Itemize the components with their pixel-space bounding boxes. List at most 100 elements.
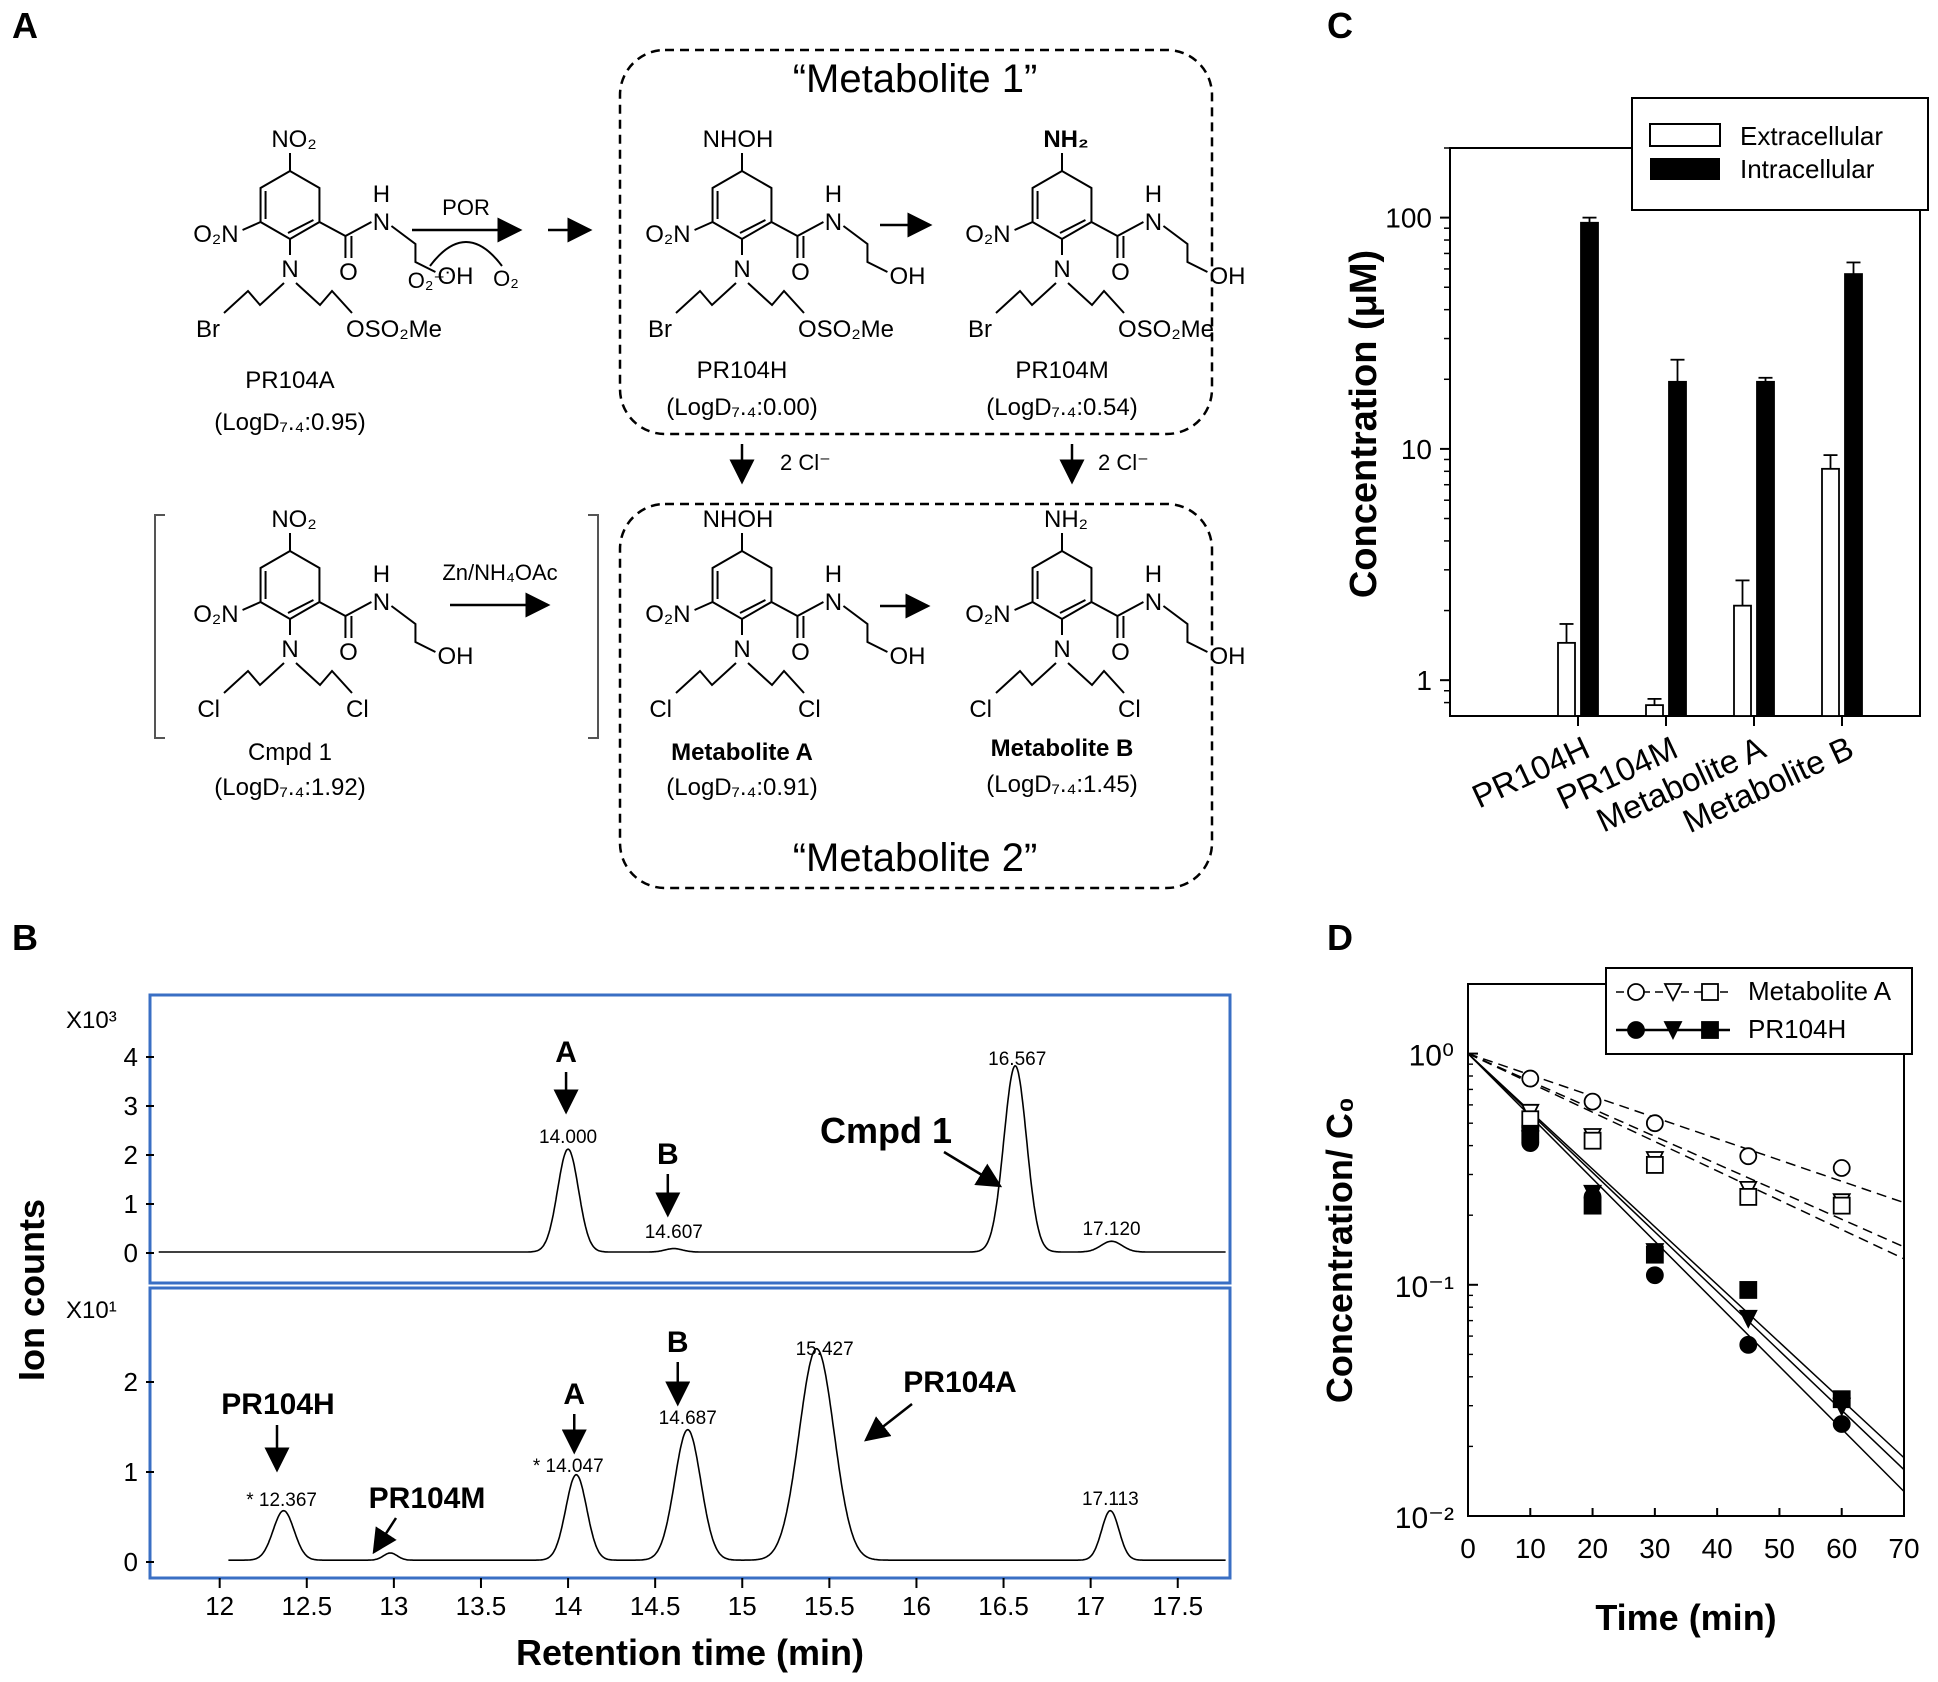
compound-logd: (LogD₇.₄:0.95) xyxy=(214,409,365,436)
data-point-triangle-filled xyxy=(1738,1309,1758,1329)
amide-hydrogen: H xyxy=(825,181,842,208)
amide-hydrogen: H xyxy=(373,181,390,208)
mustard-arm xyxy=(675,282,737,314)
d-x-tick-label: 0 xyxy=(1460,1533,1476,1564)
carbonyl-oxygen: O xyxy=(791,639,810,666)
bottom-chromatogram-trace xyxy=(228,1347,1226,1561)
b-x-tick-label: 14 xyxy=(554,1591,583,1621)
b-x-axis-label: Retention time (min) xyxy=(516,1632,864,1673)
amide-hydrogen: H xyxy=(1145,181,1162,208)
amide-hydrogen: H xyxy=(373,561,390,588)
peak-arrow xyxy=(864,1403,913,1442)
nitro-group: O₂N xyxy=(645,601,690,628)
legend-label-extracellular: Extracellular xyxy=(1740,121,1883,151)
data-point-square-filled xyxy=(1645,1245,1664,1264)
d-x-tick-label: 60 xyxy=(1826,1533,1857,1564)
mustard-arm xyxy=(995,282,1057,314)
b-x-tick-label: 12.5 xyxy=(281,1591,332,1621)
d-x-axis-label: Time (min) xyxy=(1595,1597,1776,1638)
peak-arrow xyxy=(372,1517,398,1555)
fit-line-square-filled xyxy=(1467,1053,1905,1459)
panel-letter-a: A xyxy=(12,5,38,46)
peak-rt-label: 15.427 xyxy=(796,1339,854,1360)
data-point-circle-open xyxy=(1583,1092,1602,1111)
reaction-scheme: “Metabolite 1” “Metabolite 2” POR O₂⁻˙ O… xyxy=(154,48,1245,890)
peak-rt-label: 17.120 xyxy=(1082,1219,1140,1240)
compound-logd: (LogD₇.₄:1.45) xyxy=(986,771,1137,798)
top-substituent: NO₂ xyxy=(271,506,316,533)
bond xyxy=(770,601,798,617)
data-point-square-open xyxy=(1832,1196,1851,1215)
fit-line-triangle-filled xyxy=(1467,1053,1905,1471)
hydroxyl-group: OH xyxy=(437,263,473,290)
ring-double-bond xyxy=(1059,219,1086,234)
bond xyxy=(318,221,346,237)
legend-marker-triangle-open xyxy=(1663,983,1683,1003)
bond xyxy=(796,601,824,617)
top-substituent: NHOH xyxy=(703,506,774,533)
chromatogram-traces xyxy=(158,1065,1226,1561)
b-y-axis-label: Ion counts xyxy=(11,1199,52,1381)
chain-end-a: Cl xyxy=(197,696,220,723)
legend-marker-circle-filled xyxy=(1627,1021,1645,1039)
mustard-arm xyxy=(747,282,805,314)
d-legend: Metabolite A PR104H xyxy=(1605,967,1913,1055)
compound-name: PR104M xyxy=(1015,357,1108,384)
d-x-tick-label: 20 xyxy=(1577,1533,1608,1564)
amide-nitrogen: N xyxy=(825,589,842,616)
compound-logd: (LogD₇.₄:0.00) xyxy=(666,394,817,421)
panel-letter-c: C xyxy=(1327,5,1353,46)
compound-name: Metabolite A xyxy=(671,739,813,766)
label-o2-radical: O₂⁻˙ xyxy=(408,268,453,293)
top-substituent: NO₂ xyxy=(271,126,316,153)
data-point-triangle-filled xyxy=(1583,1184,1603,1204)
compound-name: PR104H xyxy=(697,357,788,384)
bond xyxy=(1116,601,1144,617)
ring-double-bond xyxy=(739,599,766,614)
c-y-tick-label: 1 xyxy=(1416,665,1432,696)
hydroxyethyl-chain xyxy=(390,605,436,653)
b-top-y-tick-label: 1 xyxy=(124,1189,138,1219)
d-x-tick-label: 40 xyxy=(1702,1533,1733,1564)
benzene-ring xyxy=(711,169,773,241)
legend-label-metabolite-a: Metabolite A xyxy=(1748,976,1892,1006)
top-substituent: NH₂ xyxy=(1044,506,1088,533)
chain-end-b: OSO₂Me xyxy=(1118,316,1214,343)
b-x-tick-label: 17.5 xyxy=(1152,1591,1203,1621)
b-x-tick-label: 16 xyxy=(902,1591,931,1621)
mustard-arm xyxy=(1067,662,1125,694)
nitro-group: O₂N xyxy=(193,221,238,248)
compound-name: PR104A xyxy=(245,367,334,394)
compound-name: Metabolite B xyxy=(991,735,1134,762)
nitro-group: O₂N xyxy=(965,221,1010,248)
nitrogen-atom: N xyxy=(1053,256,1070,283)
bond xyxy=(694,601,713,611)
d-x-tick-label: 10 xyxy=(1515,1533,1546,1564)
top-substituent: NHOH xyxy=(703,126,774,153)
top-substituent: NH₂ xyxy=(1043,126,1088,153)
label-o2: O₂ xyxy=(493,266,519,291)
d-y-tick-label: 10⁻¹ xyxy=(1395,1271,1454,1304)
peak-rt-label: 17.113 xyxy=(1082,1489,1139,1510)
data-point-square-open xyxy=(1739,1187,1758,1206)
hydroxyethyl-chain xyxy=(390,225,436,273)
b-bottom-y-tick-label: 0 xyxy=(124,1547,138,1577)
data-point-square-open xyxy=(1521,1110,1540,1129)
metabolite2-title: “Metabolite 2” xyxy=(793,836,1038,880)
benzene-ring xyxy=(259,549,321,621)
data-point-circle-filled xyxy=(1832,1415,1851,1433)
b-top-y-tick-label: 0 xyxy=(124,1238,138,1268)
hydroxyl-group: OH xyxy=(437,643,473,670)
b-x-tick-label: 17 xyxy=(1076,1591,1105,1621)
c-y-tick-label: 10 xyxy=(1401,434,1432,465)
top-chromatogram-trace xyxy=(158,1065,1226,1253)
mustard-arm xyxy=(675,662,737,694)
bond xyxy=(344,601,372,617)
d-x-tick-label: 30 xyxy=(1639,1533,1670,1564)
carbonyl-oxygen: O xyxy=(339,259,358,286)
